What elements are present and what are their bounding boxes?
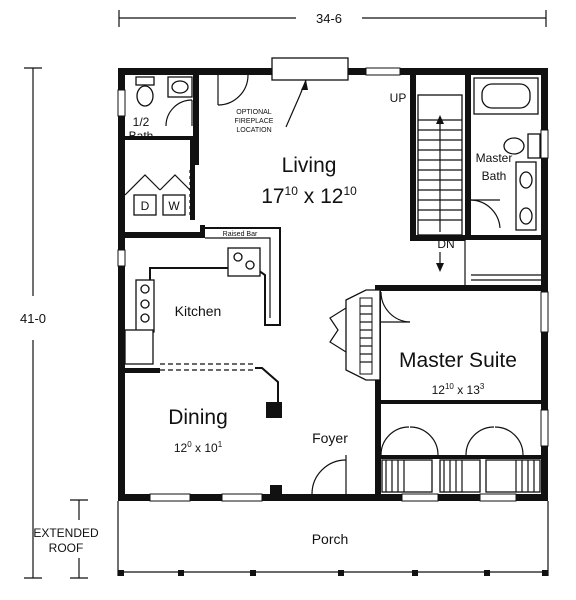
fireplace-label-3: LOCATION [236,127,271,134]
master-bath: Master Bath [470,77,541,231]
dining-label: Dining [168,406,228,429]
entry-door [311,455,347,495]
stairs-down-label: DN [437,237,454,251]
washer-label: W [168,199,180,213]
extended-roof-label-2: ROOF [49,541,84,555]
width-dimension: 34-6 [118,10,547,27]
kitchen: Raised Bar Kitchen [124,225,281,371]
stairs-up-label: UP [390,91,407,105]
dining-built-in [255,367,282,495]
half-bath-door [217,74,249,106]
half-bath-label-2: Bath [129,129,154,143]
master-fireplace [329,289,381,381]
laundry-closet: D W [124,140,195,220]
fireplace-label-1: OPTIONAL [236,109,272,116]
width-dimension-label: 34-6 [316,11,342,26]
master-bath-label-1: Master [476,151,513,165]
dining-size: 120 x 101 [174,440,223,455]
dryer-label: D [141,199,150,213]
porch-label: Porch [312,531,349,547]
half-bath-label-1: 1/2 [133,115,150,129]
depth-dimension: 41-0 [20,67,46,579]
depth-dimension-label: 41-0 [20,311,46,326]
master-closet [464,240,541,285]
living-label: Living [282,154,337,177]
master-bath-label-2: Bath [482,169,507,183]
extended-roof-dimension: EXTENDED ROOF [33,499,99,579]
windows [117,67,549,502]
raised-bar-label: Raised Bar [223,231,258,238]
living-size: 1710 x 1210 [261,184,357,208]
extended-roof-label-1: EXTENDED [33,526,99,540]
master-suite-label: Master Suite [399,349,517,372]
kitchen-label: Kitchen [175,303,222,319]
fireplace: OPTIONAL FIREPLACE LOCATION [235,57,349,134]
porch: Porch [117,501,549,576]
stairs: UP DN [390,91,463,272]
master-suite-door [380,291,411,323]
master-closets [380,426,541,493]
half-bath: 1/2 Bath [125,75,199,165]
interior-walls [125,75,545,500]
fireplace-label-2: FIREPLACE [235,118,274,125]
foyer-label: Foyer [312,430,348,446]
master-suite-size: 1210 x 133 [432,382,485,397]
